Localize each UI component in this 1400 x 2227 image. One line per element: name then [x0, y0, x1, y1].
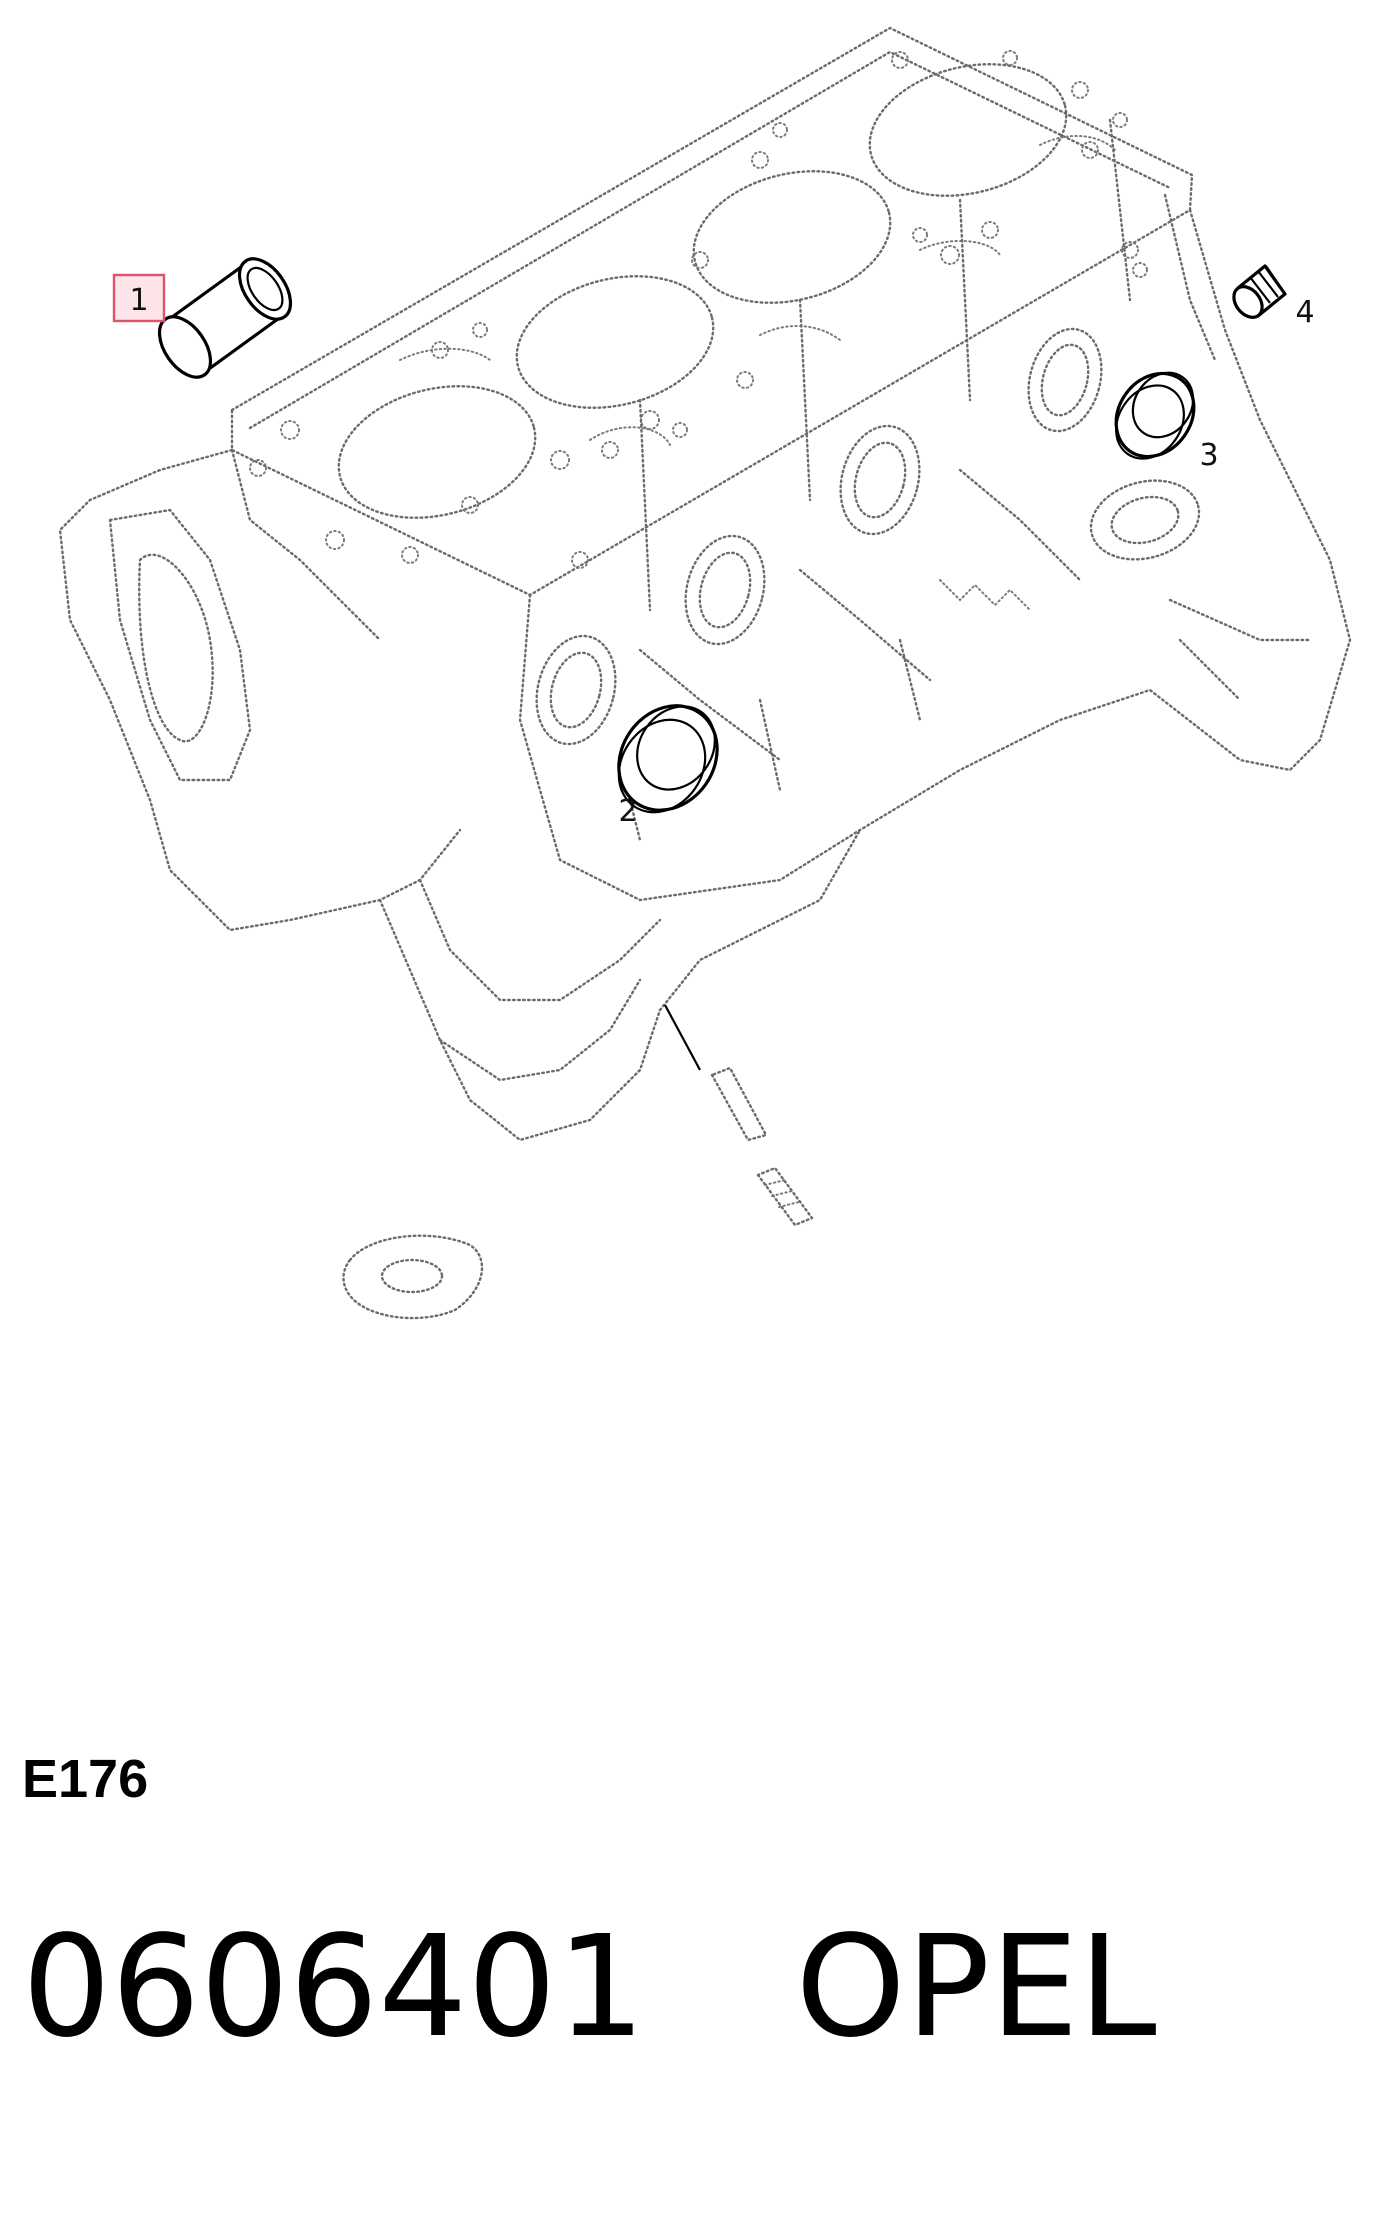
engine-block-illustration: [58, 26, 1352, 1320]
callout-1-label: 1: [129, 283, 148, 318]
part-1-plug[interactable]: [149, 250, 301, 387]
part-3-seal-ring[interactable]: [1100, 358, 1209, 471]
part-2-seal-ring[interactable]: [599, 687, 737, 830]
callout-2-label[interactable]: 2: [618, 794, 637, 829]
callout-3-label[interactable]: 3: [1199, 438, 1218, 473]
brand-name: OPEL: [795, 1906, 1157, 2069]
callout-4-label[interactable]: 4: [1295, 295, 1314, 330]
part-4-threaded-plug[interactable]: [1228, 264, 1287, 323]
part-info-footer: 0606401 OPEL: [22, 1918, 1382, 2058]
callout-1[interactable]: 1: [112, 273, 166, 323]
engine-block-exploded-diagram: 1 2 3 4: [58, 26, 1352, 1320]
part-number: 0606401: [22, 1906, 646, 2069]
diagram-code: E176: [22, 1749, 149, 1809]
